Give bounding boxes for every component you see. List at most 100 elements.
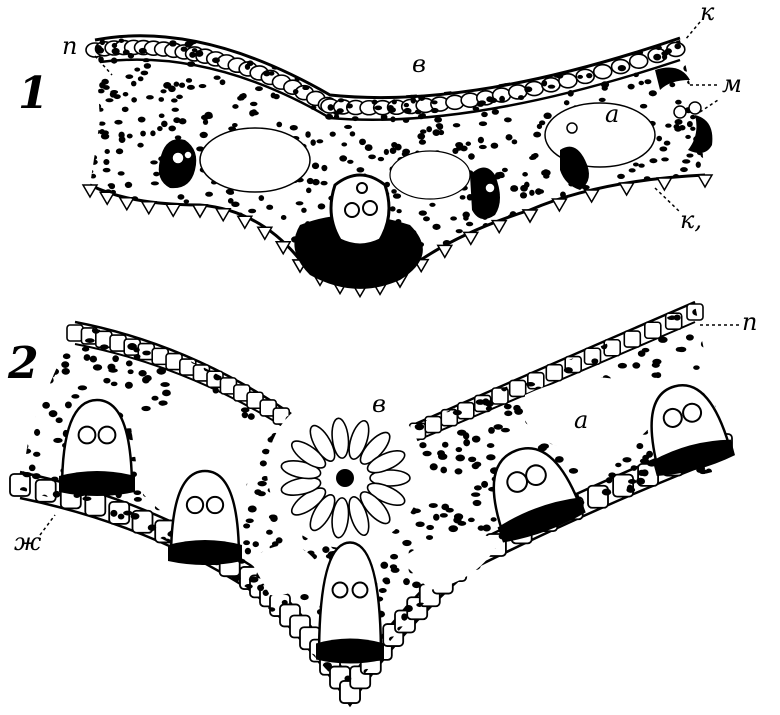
mesophyll-cell [164, 338, 174, 344]
mesophyll-cell [179, 118, 187, 124]
mesophyll-cell [346, 353, 355, 359]
mesophyll-cell [386, 39, 392, 45]
mesophyll-cell [120, 681, 127, 688]
mesophyll-cell [573, 625, 580, 632]
mesophyll-cell [599, 521, 606, 528]
epidermal-tooth [100, 192, 114, 204]
mesophyll-cell [83, 603, 91, 609]
bundle-cell-vessel [207, 497, 223, 513]
mesophyll-cell [706, 97, 713, 102]
mesophyll-cell [46, 372, 55, 378]
mesophyll-cell [237, 635, 244, 640]
mesophyll-cell [61, 661, 70, 666]
mesophyll-cell [114, 120, 122, 125]
mesophyll-cell [224, 353, 230, 360]
mesophyll-cell [19, 333, 27, 338]
mesophyll-cell [192, 48, 197, 52]
mesophyll-cell [588, 260, 596, 266]
mesophyll-cell [489, 62, 496, 67]
mesophyll-cell [112, 48, 120, 55]
mesophyll-cell [713, 665, 719, 672]
mesophyll-cell [501, 57, 508, 64]
mesophyll-cell [711, 336, 720, 342]
mesophyll-cell [600, 642, 607, 647]
mesophyll-cell [164, 286, 171, 293]
mesophyll-cell [710, 648, 718, 654]
mesophyll-cell [75, 593, 83, 600]
mesophyll-cell [181, 682, 190, 689]
mesophyll-cell [458, 316, 464, 321]
panel-2-number: 2 [8, 342, 39, 386]
mesophyll-cell [469, 281, 477, 286]
mesophyll-cell [543, 169, 549, 174]
mesophyll-cell [143, 590, 153, 596]
mesophyll-cell [393, 193, 401, 198]
mesophyll-cell [545, 627, 553, 634]
mesophyll-cell [649, 254, 654, 259]
mesophyll-cell [452, 335, 462, 341]
mesophyll-cell [607, 572, 614, 577]
mesophyll-cell [112, 222, 120, 227]
mesophyll-cell [116, 528, 123, 535]
epidermal-tooth [238, 216, 252, 228]
bundle-cell-vessel [353, 583, 368, 598]
mesophyll-cell [112, 611, 120, 617]
mesophyll-cell [153, 172, 160, 177]
mesophyll-cell [676, 347, 683, 352]
mesophyll-cell [118, 514, 125, 520]
mesophyll-cell [382, 66, 390, 72]
mesophyll-cell [92, 694, 100, 701]
mesophyll-cell [347, 160, 353, 164]
mesophyll-cell [92, 571, 100, 578]
mesophyll-cell [234, 352, 241, 357]
mesophyll-cell [526, 249, 531, 253]
mesophyll-cell [650, 272, 657, 277]
mesophyll-cell [138, 370, 146, 376]
epidermal-cell [36, 480, 56, 502]
mesophyll-cell [459, 37, 465, 43]
mesophyll-cell [471, 76, 476, 81]
mesophyll-cell [144, 324, 152, 331]
mesophyll-cell [529, 273, 535, 279]
mesophyll-cell [507, 233, 515, 238]
mesophyll-cell [82, 496, 91, 500]
mesophyll-cell [474, 389, 481, 394]
mesophyll-cell [431, 394, 440, 401]
mesophyll-cell [438, 300, 446, 305]
mesophyll-cell [548, 584, 557, 590]
mesophyll-cell [512, 319, 522, 325]
mesophyll-cell [294, 283, 300, 289]
mesophyll-cell [526, 382, 535, 386]
mesophyll-cell [623, 286, 629, 292]
mesophyll-cell [518, 352, 525, 359]
mesophyll-cell [432, 673, 440, 678]
mesophyll-cell [322, 676, 330, 682]
mesophyll-cell [650, 196, 655, 201]
mesophyll-cell [463, 668, 472, 675]
mesophyll-cell [485, 66, 491, 72]
mesophyll-cell [612, 239, 619, 246]
mesophyll-cell [242, 629, 249, 634]
mesophyll-cell [499, 38, 506, 43]
mesophyll-cell [344, 676, 351, 682]
mesophyll-cell [337, 89, 343, 93]
mesophyll-cell [597, 573, 604, 580]
mesophyll-cell [333, 90, 340, 94]
mesophyll-cell [628, 259, 634, 265]
mesophyll-cell [415, 292, 420, 297]
mesophyll-cell [424, 304, 431, 310]
mesophyll-cell [637, 637, 644, 642]
mesophyll-cell [41, 594, 50, 601]
mesophyll-cell [478, 137, 484, 144]
mesophyll-cell [155, 288, 162, 294]
mesophyll-cell [473, 677, 482, 682]
mesophyll-cell [556, 73, 563, 78]
mesophyll-cell [468, 71, 474, 78]
mesophyll-cell [374, 105, 382, 110]
mesophyll-cell [228, 293, 234, 298]
mesophyll-cell [142, 351, 151, 356]
mesophyll-cell [478, 70, 483, 77]
panel-1-vessel [357, 183, 367, 193]
mesophyll-cell [674, 251, 681, 255]
mesophyll-cell [382, 302, 390, 306]
